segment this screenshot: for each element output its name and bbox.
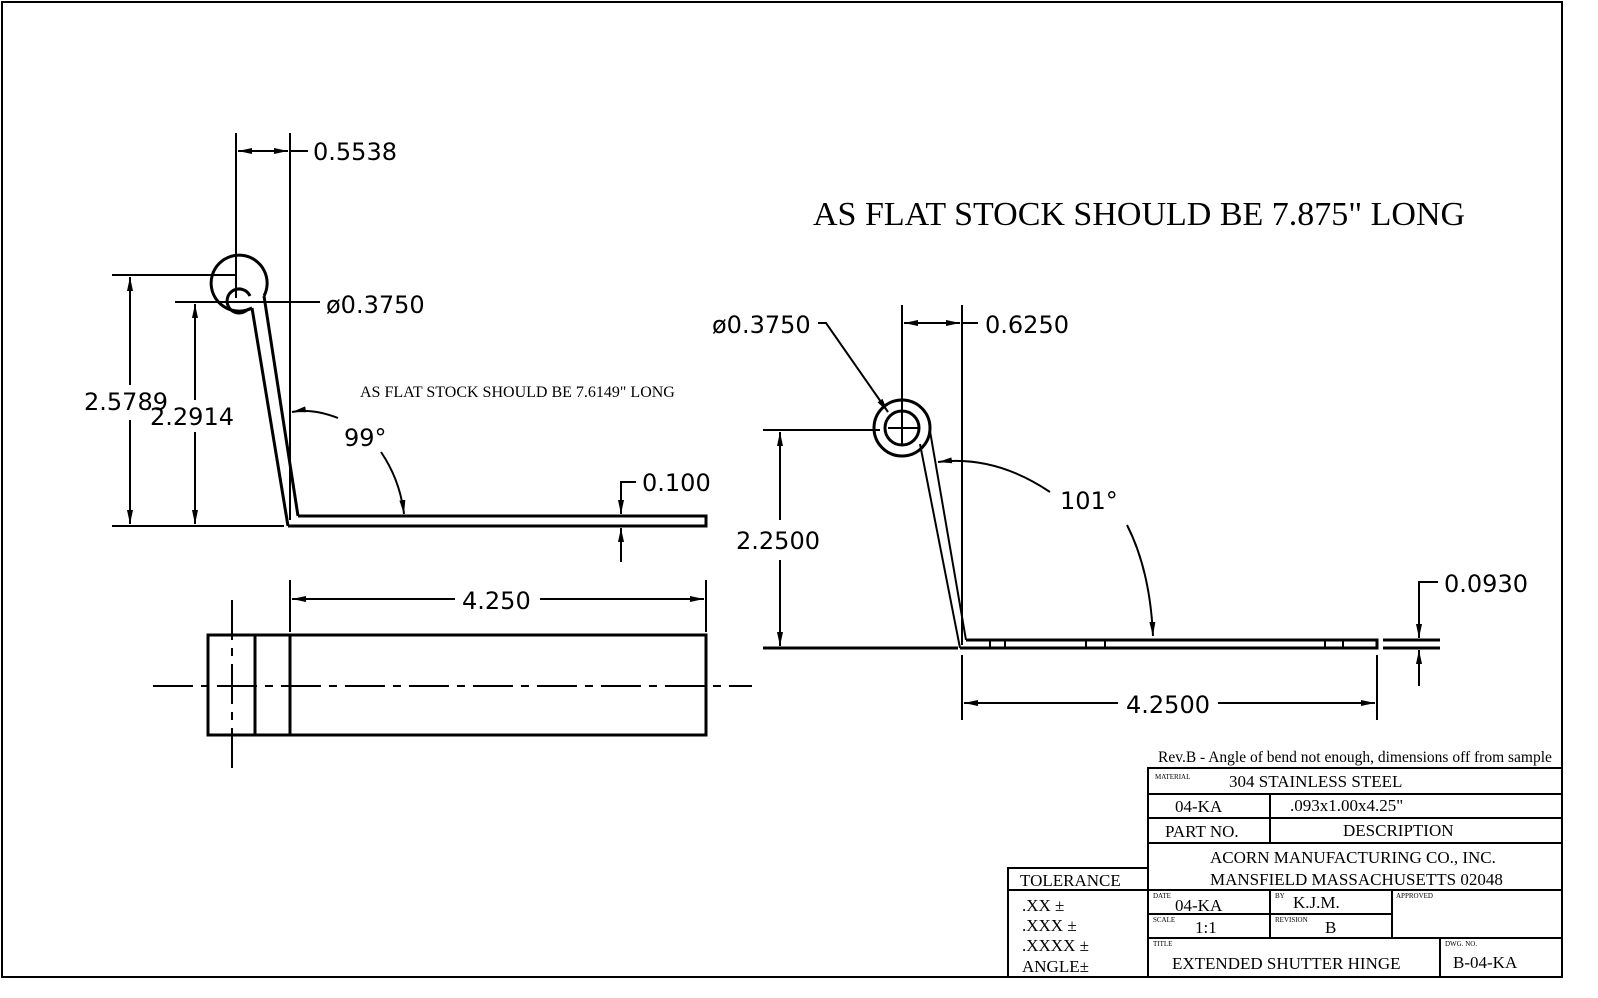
dim-left-overall-height: 2.5789 xyxy=(84,388,168,416)
title-block xyxy=(1007,767,1563,978)
tolerance-label: TOLERANCE xyxy=(1020,871,1121,890)
material-label: MATERIAL xyxy=(1155,773,1190,781)
revision-value: B xyxy=(1325,918,1336,937)
revision-label: REVISION xyxy=(1275,916,1308,924)
dwg-no-value: B-04-KA xyxy=(1453,953,1518,972)
scale-value: 1:1 xyxy=(1195,918,1217,937)
hinge-arm xyxy=(919,443,961,649)
title-label: TITLE xyxy=(1153,940,1172,948)
hinge-leaf xyxy=(960,638,1379,650)
by-label: BY xyxy=(1275,892,1285,900)
hinge-leaf xyxy=(288,514,708,528)
right-side-view xyxy=(763,305,1440,720)
dim-plan-length: 4.250 xyxy=(462,587,531,615)
dim-right-offset: 0.6250 xyxy=(985,311,1069,339)
left-side-view xyxy=(112,133,708,562)
description-value: .093x1.00x4.25" xyxy=(1290,796,1403,815)
drawing-title: EXTENDED SHUTTER HINGE xyxy=(1172,954,1401,973)
dim-left-center-height: 2.2914 xyxy=(150,403,234,431)
by-value: K.J.M. xyxy=(1293,893,1340,912)
tolerance-xxx: .XXX ± xyxy=(1022,916,1077,935)
dim-left-offset: 0.5538 xyxy=(313,138,397,166)
dwg-no-label: DWG. NO. xyxy=(1445,940,1477,948)
dim-left-thickness: 0.100 xyxy=(642,469,711,497)
material-value: 304 STAINLESS STEEL xyxy=(1229,772,1402,791)
date-label: DATE xyxy=(1153,892,1171,900)
revision-note: Rev.B - Angle of bend not enough, dimens… xyxy=(1158,749,1552,766)
company-name: ACORN MANUFACTURING CO., INC. xyxy=(1210,848,1496,867)
hinge-arm xyxy=(250,307,290,527)
dim-left-angle: 99° xyxy=(344,424,387,452)
sheet-border xyxy=(1,1,1563,978)
dim-right-thickness: 0.0930 xyxy=(1444,570,1528,598)
top-plan-view xyxy=(153,580,752,768)
dim-right-center-height: 2.2500 xyxy=(736,527,820,555)
date-value: 04-KA xyxy=(1175,896,1223,915)
description-label: DESCRIPTION xyxy=(1343,821,1454,840)
dim-right-length: 4.2500 xyxy=(1126,691,1210,719)
left-flat-stock-note: AS FLAT STOCK SHOULD BE 7.6149" LONG xyxy=(360,384,675,401)
dim-right-eye-diameter: ø0.3750 xyxy=(712,311,811,339)
dim-right-angle: 101° xyxy=(1060,487,1118,515)
tolerance-angle: ANGLE± xyxy=(1022,957,1089,976)
scale-label: SCALE xyxy=(1153,916,1175,924)
dim-left-eye-diameter: ø0.3750 xyxy=(326,291,425,319)
tolerance-xx: .XX ± xyxy=(1022,896,1064,915)
tolerance-xxxx: .XXXX ± xyxy=(1022,936,1089,955)
main-note: AS FLAT STOCK SHOULD BE 7.875" LONG xyxy=(813,196,1465,233)
approved-label: APPROVED xyxy=(1396,892,1433,900)
part-no-value: 04-KA xyxy=(1175,797,1223,816)
company-address: MANSFIELD MASSACHUSETTS 02048 xyxy=(1210,870,1503,889)
part-no-label: PART NO. xyxy=(1165,822,1239,841)
